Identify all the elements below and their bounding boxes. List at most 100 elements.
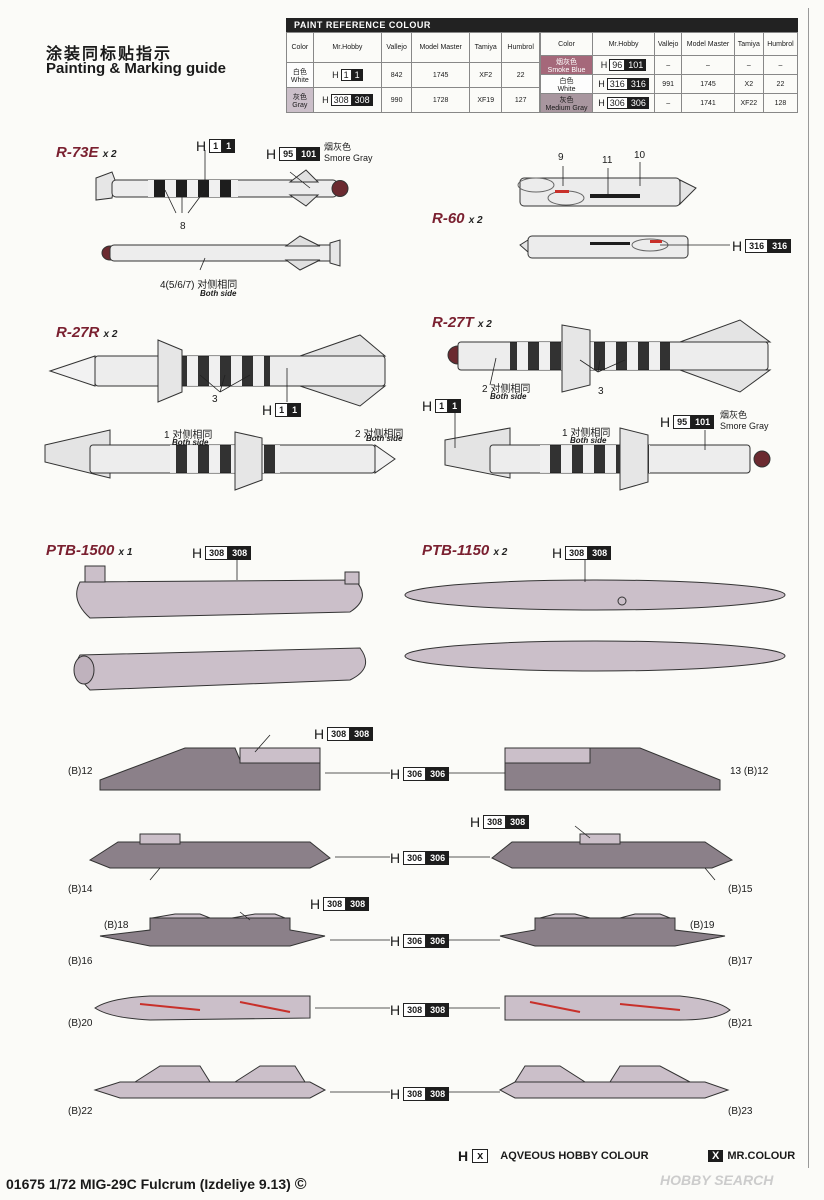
- both-side-note: Both side: [570, 436, 607, 445]
- col-header: Mr.Hobby: [312, 31, 383, 64]
- pylon-b23-right: [498, 1065, 730, 1099]
- humbrol-value: 127: [501, 87, 540, 113]
- vallejo-value: 842: [381, 62, 413, 89]
- col-header: Model Master: [681, 32, 735, 56]
- callout-2: 2 对侧相同: [355, 429, 404, 440]
- pylon-b22-left: [93, 1065, 327, 1099]
- model-master-value: 1728: [411, 87, 471, 113]
- legend-mr-colour: X MR.COLOUR: [708, 1150, 795, 1162]
- legend-aqueous: H x AQVEOUS HOBBY COLOUR: [458, 1148, 649, 1164]
- pylon-b16-left: [99, 913, 326, 947]
- col-header: Tamiya: [469, 31, 503, 64]
- pylon-b12-left: [99, 747, 321, 791]
- callout-1: 1 对侧相同: [562, 428, 611, 439]
- callout-b23: (B)23: [728, 1106, 753, 1117]
- pylon-b21-right: [504, 995, 731, 1021]
- r60-missile-2: [519, 235, 689, 259]
- footer-product-title: 01675 1/72 MIG-29C Fulcrum (Izdeliye 9.1…: [6, 1176, 307, 1193]
- both-side-note: Both side: [366, 434, 403, 443]
- r27r-label: R-27R x 2: [56, 324, 118, 341]
- both-side-note: Both side: [172, 438, 209, 447]
- callout-b19: (B)19: [690, 920, 715, 931]
- callout-1: 1 对侧相同: [164, 430, 213, 441]
- both-side-note: Both side: [200, 289, 237, 298]
- humbrol-value: 128: [762, 93, 799, 113]
- col-header: Tamiya: [733, 32, 764, 56]
- r27t-missile-1: [447, 319, 772, 393]
- callout-9: 9: [558, 152, 564, 163]
- vallejo-value: –: [654, 93, 683, 113]
- callout-b18: (B)18: [104, 920, 129, 931]
- ptb1500-tank-2: [73, 647, 367, 691]
- both-side-note: Both side: [490, 392, 527, 401]
- col-header: Vallejo: [381, 31, 413, 64]
- pylon-b14-left: [88, 833, 331, 869]
- paint-table-left: Color Mr.Hobby Vallejo Model Master Tami…: [286, 31, 540, 113]
- callout-8: 8: [180, 221, 186, 232]
- r60-missile-1: [517, 177, 697, 207]
- page-title-cn: 涂装同标贴指示: [46, 46, 173, 63]
- ptb1500-label: PTB-1500 x 1: [46, 542, 133, 559]
- r27t-label: R-27T x 2: [432, 314, 492, 331]
- tamiya-value: XF22: [733, 93, 764, 113]
- callout-b17: (B)17: [728, 956, 753, 967]
- ptb1150-tank-1: [404, 579, 786, 611]
- callout-b15: (B)15: [728, 884, 753, 895]
- tamiya-value: XF19: [469, 87, 503, 113]
- callout-b22: (B)22: [68, 1106, 93, 1117]
- col-header: Color: [286, 31, 314, 64]
- r73e-missile-2: [101, 235, 341, 271]
- r73e-missile-1: [95, 169, 349, 207]
- r60-label: R-60 x 2: [432, 210, 483, 227]
- callout-b16: (B)16: [68, 956, 93, 967]
- watermark: HOBBY SEARCH: [660, 1172, 774, 1188]
- paint-reference-table: PAINT REFERENCE COLOUR Color Mr.Hobby Va…: [286, 18, 799, 113]
- leader-lines: [149, 150, 730, 1093]
- callout-b20: (B)20: [68, 1018, 93, 1029]
- col-header: Model Master: [411, 31, 471, 64]
- paint-table-right: Color Mr.Hobby Vallejo Model Master Tami…: [539, 32, 799, 113]
- pylon-b12-right: [504, 747, 721, 791]
- pylon-b20-left: [94, 995, 311, 1021]
- callout-4-5-6-7: 4(5/6/7) 对侧相同: [160, 280, 238, 291]
- page-title: Painting & Marking guide: [46, 60, 227, 77]
- pylon-b15-right: [491, 833, 734, 869]
- callout-3: 3: [212, 394, 218, 405]
- page-border: [808, 8, 809, 1168]
- ptb1150-tank-2: [404, 640, 786, 672]
- pylon-b17-right: [499, 913, 726, 947]
- callout-b21: (B)21: [728, 1018, 753, 1029]
- col-header: Humbrol: [762, 32, 799, 56]
- r73e-label: R-73E x 2: [56, 144, 117, 161]
- ptb1150-label: PTB-1150 x 2: [422, 542, 508, 559]
- col-header: Vallejo: [654, 32, 683, 56]
- r27t-missile-2: [444, 427, 771, 491]
